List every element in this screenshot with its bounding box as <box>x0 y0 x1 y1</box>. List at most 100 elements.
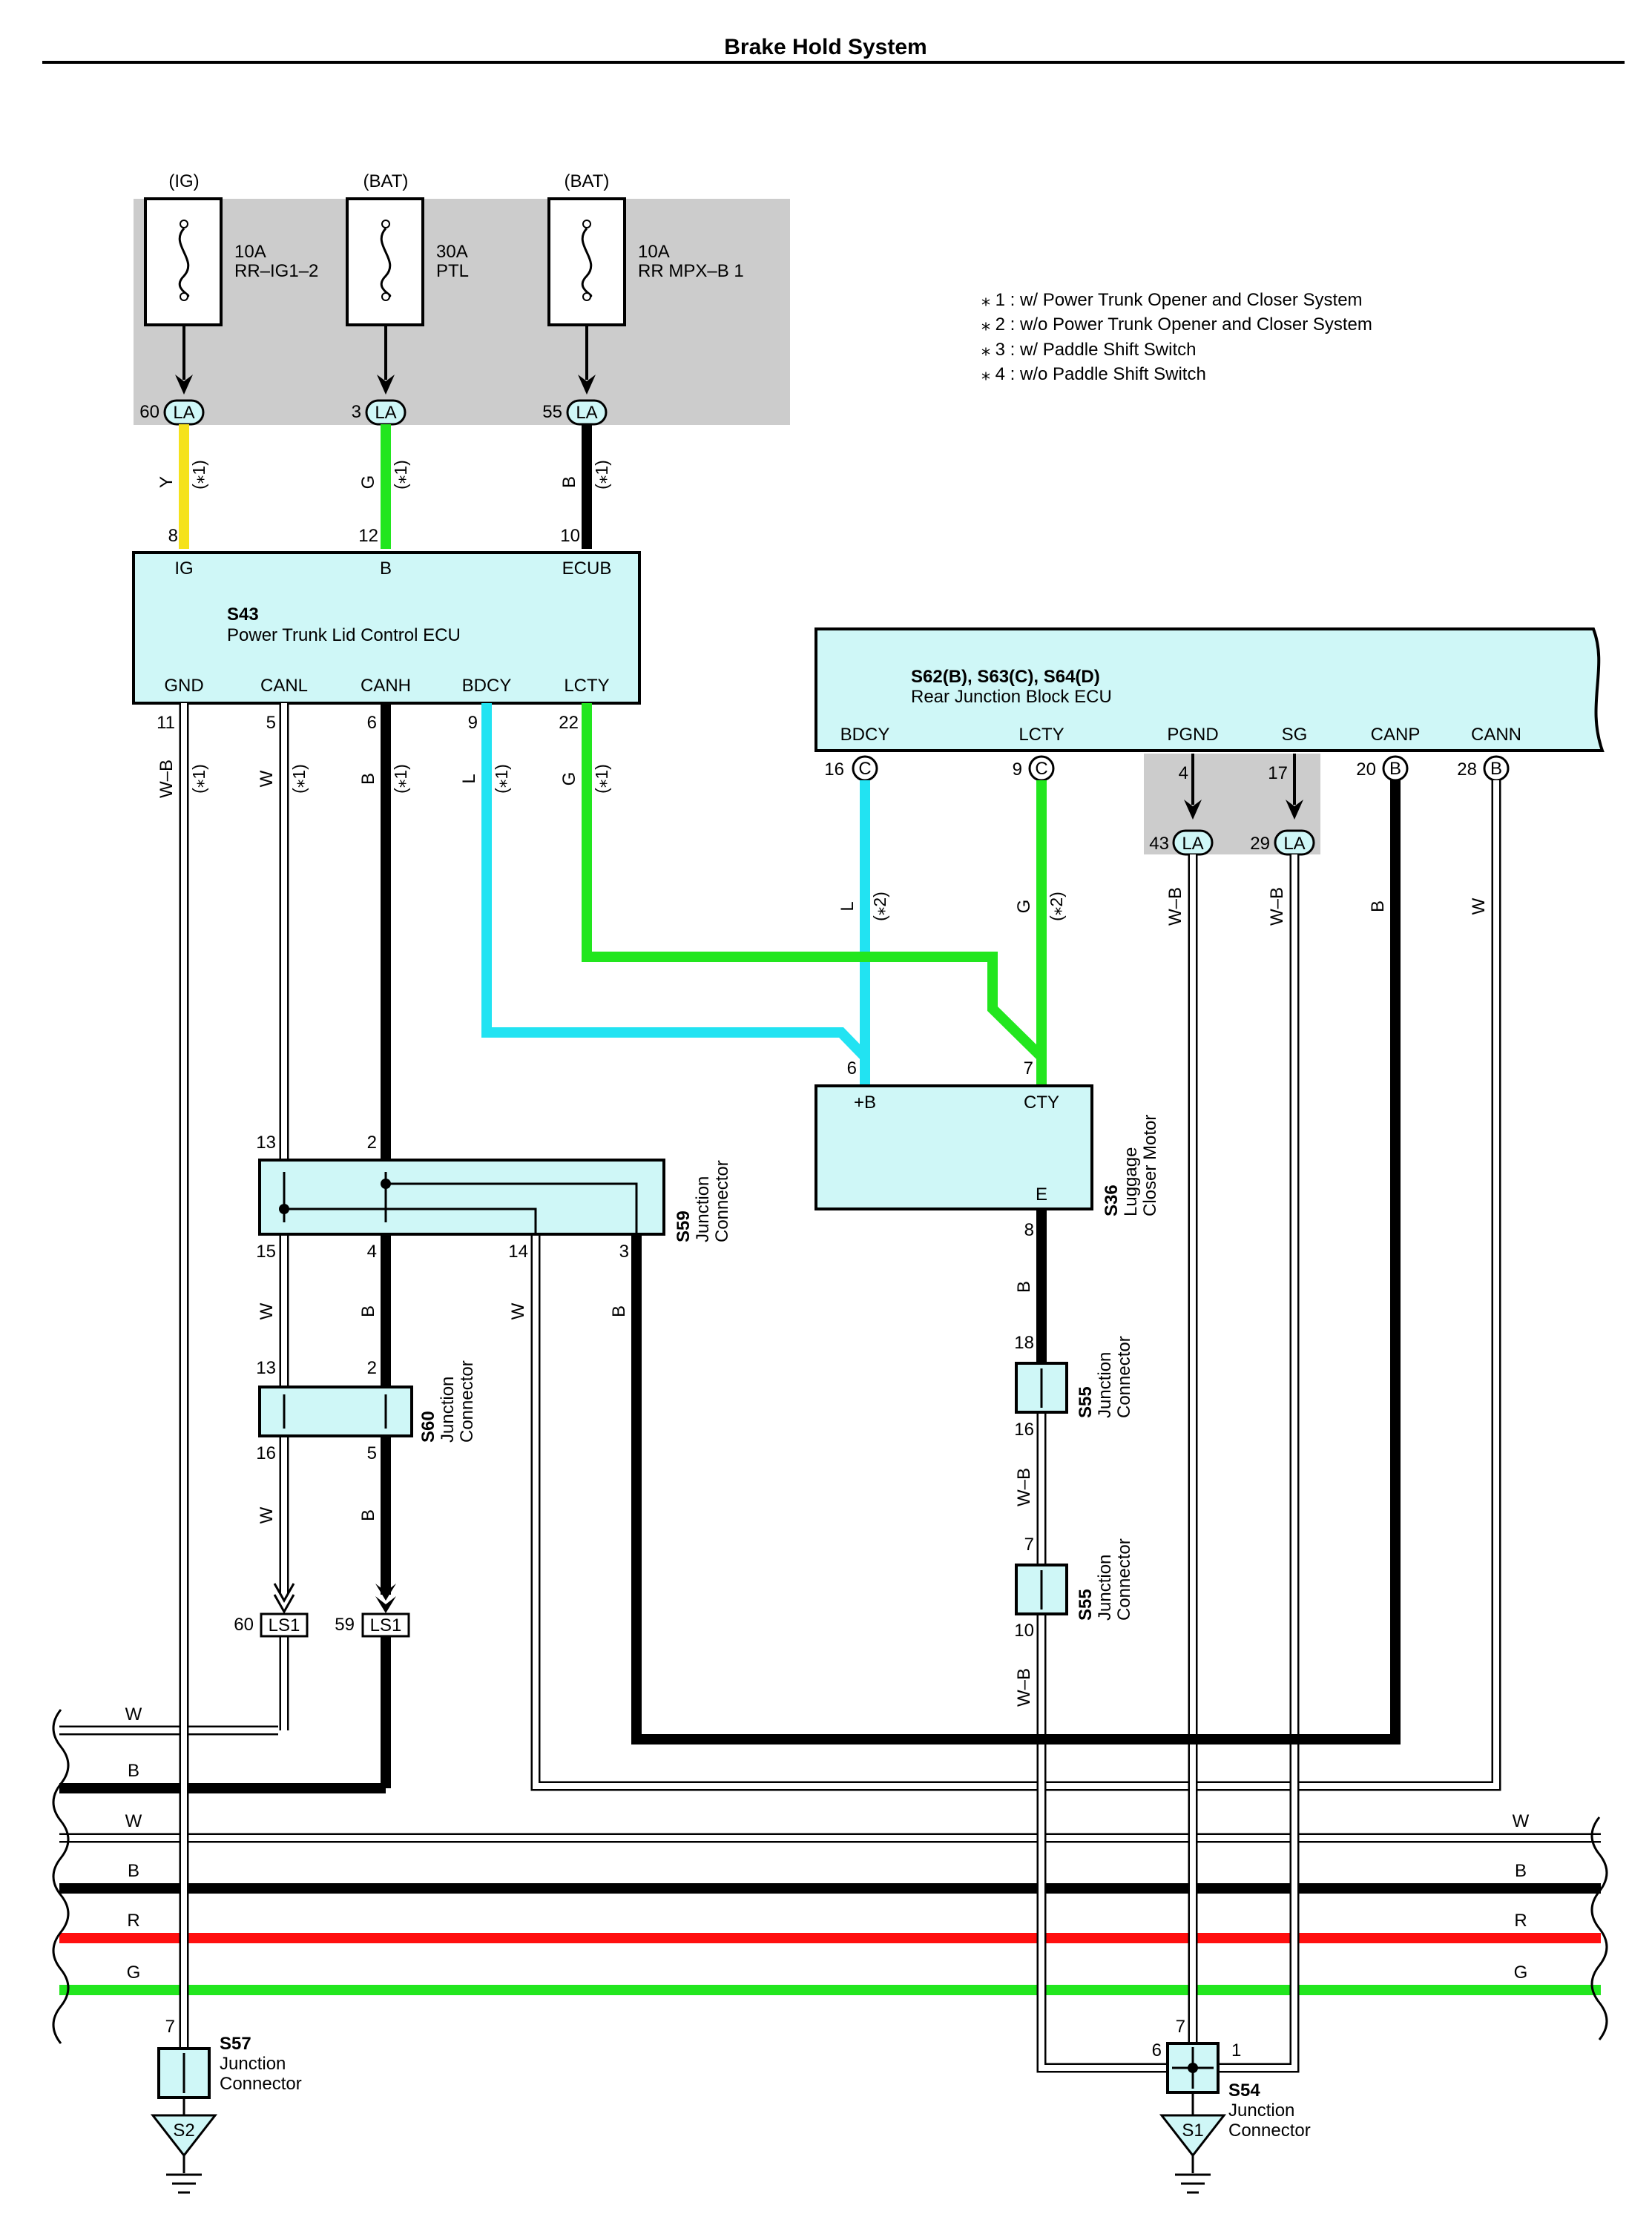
ls1-pin-59: 59 <box>335 1615 355 1635</box>
rear-term-pgnd: PGND <box>1167 725 1218 745</box>
s43-term-lcty: LCTY <box>564 676 609 696</box>
fuse-3-term-bottom <box>582 292 591 301</box>
s59-label-2: Connector <box>712 1160 732 1242</box>
s59-body <box>258 1159 665 1236</box>
rear-conn-c-lcty-label: C <box>1035 759 1047 779</box>
note-2: ⁎ 2 : w/o Power Trunk Opener and Closer … <box>981 314 1372 335</box>
rear-pin-9: 9 <box>1013 760 1022 780</box>
wire-note-bdcy: (⁎1) <box>492 764 511 794</box>
ls1-60-body <box>260 1612 309 1638</box>
rear-pin-20: 20 <box>1356 760 1376 780</box>
s60-label-1: Junction <box>438 1377 458 1443</box>
fuse-2-amp: 30A <box>436 242 468 262</box>
la-43-pin: 43 <box>1149 834 1169 854</box>
la-3-label: LA <box>375 403 396 423</box>
fuse-ptl: (BAT) 30A PTL <box>346 171 469 326</box>
wire-note-lcty: (⁎1) <box>592 764 611 794</box>
wire-b-canp <box>631 780 1401 1744</box>
s59-link-b <box>386 1182 638 1234</box>
bus-left-b1: B <box>128 1761 139 1781</box>
junction-s55-lower: 7 10 S55 Junction Connector W–B <box>1014 1535 1134 1707</box>
ecu-rear-id: S62(B), S63(C), S64(D) <box>911 667 1100 687</box>
bus-break-right-icon <box>1590 1816 1608 2040</box>
wire-label-rear-l: L <box>837 901 858 911</box>
s43-term-ig: IG <box>174 559 193 579</box>
rear-pin-28: 28 <box>1457 760 1477 780</box>
rear-pin-16: 16 <box>824 760 844 780</box>
la-55-label: LA <box>576 403 597 423</box>
s59-node-b <box>381 1179 391 1189</box>
wire-label-pgnd: W–B <box>1165 887 1185 926</box>
junction-s57: 7 S57 Junction Connector S2 <box>150 2017 302 2194</box>
s55a-label-2: Connector <box>1114 1336 1134 1418</box>
la-55-pin: 55 <box>542 402 562 422</box>
s36-term-plusb: +B <box>854 1093 876 1113</box>
rear-conn-c-bdcy-label: C <box>858 759 871 779</box>
s43-pin-12: 12 <box>358 526 378 546</box>
la-60-label: LA <box>173 403 194 423</box>
wire-label-canp: B <box>1368 900 1388 912</box>
fuse-1-term-bottom <box>180 292 188 301</box>
fuse-2-term-bottom <box>381 292 390 301</box>
ls1-60-arrow-icon <box>273 1583 295 1615</box>
fuse-2-term-top <box>381 220 390 228</box>
s54-label-1: Junction <box>1228 2101 1294 2121</box>
ground-s1-icon <box>1159 2114 1227 2158</box>
wire-label-s59-4: B <box>358 1305 378 1317</box>
s54-id: S54 <box>1228 2080 1260 2101</box>
s55b-wire: W–B <box>1014 1668 1034 1707</box>
rear-pin-17: 17 <box>1268 763 1288 783</box>
s36-id: S36 <box>1102 1185 1122 1216</box>
motor-s36-body <box>815 1084 1093 1210</box>
s55a-pin-18: 18 <box>1014 1333 1034 1353</box>
sg-arrow-icon <box>1286 800 1303 820</box>
s36-name-1: Luggage <box>1121 1147 1141 1216</box>
wire-label-gnd: W–B <box>157 760 177 798</box>
motor-s36: 6 7 +B CTY E S36 Luggage Closer Motor 8 … <box>815 1058 1160 1293</box>
wire-label-y: Y <box>157 476 177 488</box>
s36-wire-e: B <box>1014 1281 1034 1293</box>
wire-label-g: G <box>358 475 378 490</box>
fuse-3-arrow-icon <box>578 375 596 395</box>
s57-pin-7: 7 <box>165 2017 175 2037</box>
s57-id: S57 <box>220 2034 251 2054</box>
bus-lines: W B W B R G W B R G <box>52 1704 1608 2044</box>
s59-id: S59 <box>674 1210 694 1242</box>
junction-s60: 13 2 16 5 S60 Junction Connector <box>256 1358 477 1463</box>
fuse-1-name: RR–IG1–2 <box>234 261 318 281</box>
s36-pin-7: 7 <box>1024 1058 1033 1078</box>
bus-left-w1: W <box>125 1704 142 1724</box>
bus-left-r: R <box>127 1911 139 1931</box>
s55b-pin-10: 10 <box>1014 1621 1034 1641</box>
wire-label-canl: W <box>257 770 277 787</box>
junction-s54: 7 6 1 S54 Junction Connector S1 <box>1152 2017 1311 2194</box>
s43-term-bdcy: BDCY <box>462 676 512 696</box>
wire-label-canh: B <box>358 773 378 785</box>
wire-note-canl: (⁎1) <box>289 764 309 794</box>
ls1-60-label: LS1 <box>269 1615 300 1635</box>
fuse-ig: (IG) 10A RR–IG1–2 <box>144 171 318 326</box>
fuse-1-amp: 10A <box>234 242 266 262</box>
fuse-1-box <box>144 197 223 326</box>
s43-term-canl: CANL <box>260 676 308 696</box>
wire-label-sg: W–B <box>1267 887 1287 926</box>
s54-pin-1: 1 <box>1231 2040 1241 2060</box>
rear-term-lcty: LCTY <box>1018 725 1064 745</box>
s43-pin-8: 8 <box>168 526 178 546</box>
ground-s2-icon <box>150 2114 218 2158</box>
s43-term-canh: CANH <box>361 676 411 696</box>
wire-note-y: (⁎1) <box>189 460 208 490</box>
s60-pin-16: 16 <box>256 1443 276 1463</box>
white-wires <box>179 703 1501 2073</box>
la-connector-55: 55 LA <box>542 399 608 426</box>
ecu-rear-name: Rear Junction Block ECU <box>911 687 1112 707</box>
s55b-label-2: Connector <box>1114 1538 1134 1621</box>
s43-pin-22: 22 <box>559 713 579 733</box>
s60-body <box>258 1386 413 1437</box>
s60-pin-13: 13 <box>256 1358 276 1378</box>
s36-term-e: E <box>1036 1185 1047 1205</box>
rear-conn-b-canp-label: B <box>1389 759 1401 779</box>
fuse-block <box>134 199 790 425</box>
wire-wb-sg <box>1211 854 1297 2071</box>
wire-label-rear-g: G <box>1014 900 1034 914</box>
